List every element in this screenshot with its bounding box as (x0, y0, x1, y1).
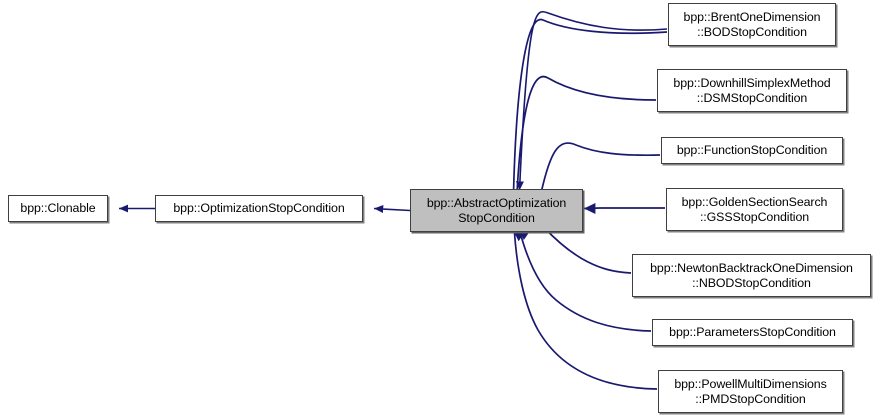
node-abstract-optimization-stop-condition-label: bpp::AbstractOptimization StopCondition (426, 196, 567, 225)
node-function-stop-condition-label: bpp::FunctionStopCondition (676, 143, 828, 158)
node-newton-backtrack-one-dimension-nbod[interactable]: bpp::NewtonBacktrackOneDimension ::NBODS… (632, 254, 871, 297)
node-downhill-simplex-method-dsm[interactable]: bpp::DownhillSimplexMethod ::DSMStopCond… (657, 69, 847, 112)
node-parameters-stop-condition[interactable]: bpp::ParametersStopCondition (652, 319, 853, 346)
node-clonable[interactable]: bpp::Clonable (8, 195, 108, 222)
node-downhill-simplex-method-dsm-label: bpp::DownhillSimplexMethod ::DSMStopCond… (673, 76, 831, 105)
node-newton-backtrack-one-dimension-nbod-label: bpp::NewtonBacktrackOneDimension ::NBODS… (650, 261, 853, 290)
edge-brent-fan (512, 18, 668, 194)
node-powell-multi-dimensions-pmd-label: bpp::PowellMultiDimensions ::PMDStopCond… (674, 377, 827, 406)
node-brent-one-dimension-bod[interactable]: bpp::BrentOneDimension ::BODStopConditio… (668, 3, 836, 46)
node-optimization-stop-condition[interactable]: bpp::OptimizationStopCondition (155, 195, 363, 222)
node-clonable-label: bpp::Clonable (20, 201, 96, 216)
edge-abstract-to-optimizationstopcondition (373, 205, 411, 214)
edge-brentonedimension-to-abstract (515, 10, 668, 191)
node-optimization-stop-condition-label: bpp::OptimizationStopCondition (173, 201, 345, 216)
edge-gss-fan (583, 207, 666, 210)
edge-nbod-fan (543, 227, 632, 274)
node-golden-section-search-gss[interactable]: bpp::GoldenSectionSearch ::GSSStopCondit… (666, 188, 843, 231)
node-function-stop-condition[interactable]: bpp::FunctionStopCondition (661, 137, 843, 164)
node-brent-one-dimension-bod-label: bpp::BrentOneDimension ::BODStopConditio… (683, 10, 821, 39)
node-abstract-optimization-stop-condition[interactable]: bpp::AbstractOptimization StopCondition (410, 189, 583, 232)
edge-function-fan (540, 142, 661, 192)
node-powell-multi-dimensions-pmd[interactable]: bpp::PowellMultiDimensions ::PMDStopCond… (658, 370, 843, 413)
node-parameters-stop-condition-label: bpp::ParametersStopCondition (669, 325, 836, 340)
edge-dsm-fan (516, 75, 657, 194)
node-golden-section-search-gss-label: bpp::GoldenSectionSearch ::GSSStopCondit… (681, 195, 828, 224)
